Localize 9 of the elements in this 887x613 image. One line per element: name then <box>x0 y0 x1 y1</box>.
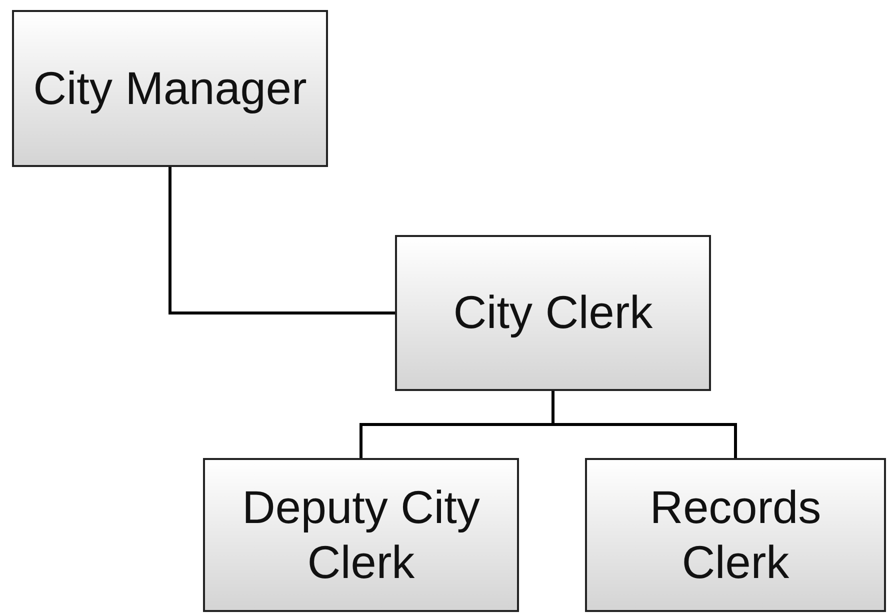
position-title: Deputy City Clerk <box>241 480 481 590</box>
position-title: Records Clerk <box>648 480 822 590</box>
position-title: City Clerk <box>453 285 653 340</box>
connector-line <box>168 167 395 314</box>
position-box <box>203 458 519 612</box>
position-title: City Manager <box>33 60 307 116</box>
position-box <box>12 10 328 167</box>
position-box <box>395 235 711 391</box>
position-box <box>585 458 886 612</box>
